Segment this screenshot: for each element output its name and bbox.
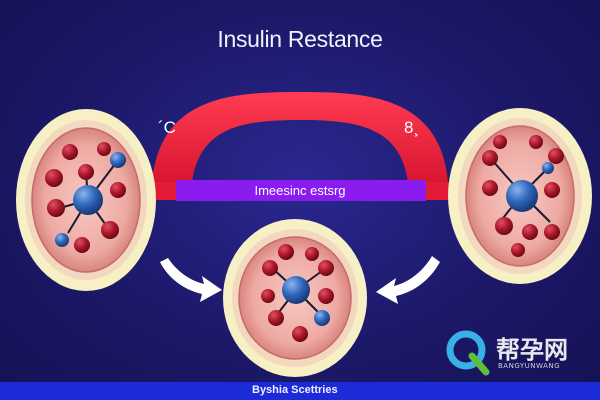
red-arch-foot-right (424, 182, 456, 200)
left-cell-icon (16, 109, 156, 291)
watermark-logo-icon (446, 330, 490, 376)
watermark-cn: 帮孕网 (496, 336, 568, 364)
footer-bar (0, 382, 600, 400)
red-arch (152, 92, 448, 182)
bar-label: Imeesinc estsrg (254, 183, 346, 198)
page-title: Insulin Restance (217, 26, 383, 52)
right-side-label: 8¸ (404, 118, 420, 137)
bottom-cell-icon (223, 219, 367, 377)
left-side-label: ´C (158, 118, 176, 137)
purple-bar (176, 180, 426, 201)
watermark-en: BANGYUNWANG (498, 362, 561, 370)
curved-arrow-left-icon (160, 258, 222, 302)
right-cell-icon (448, 108, 592, 284)
footer-text: Byshia Scettries (252, 384, 338, 396)
curved-arrow-right-icon (376, 256, 440, 304)
